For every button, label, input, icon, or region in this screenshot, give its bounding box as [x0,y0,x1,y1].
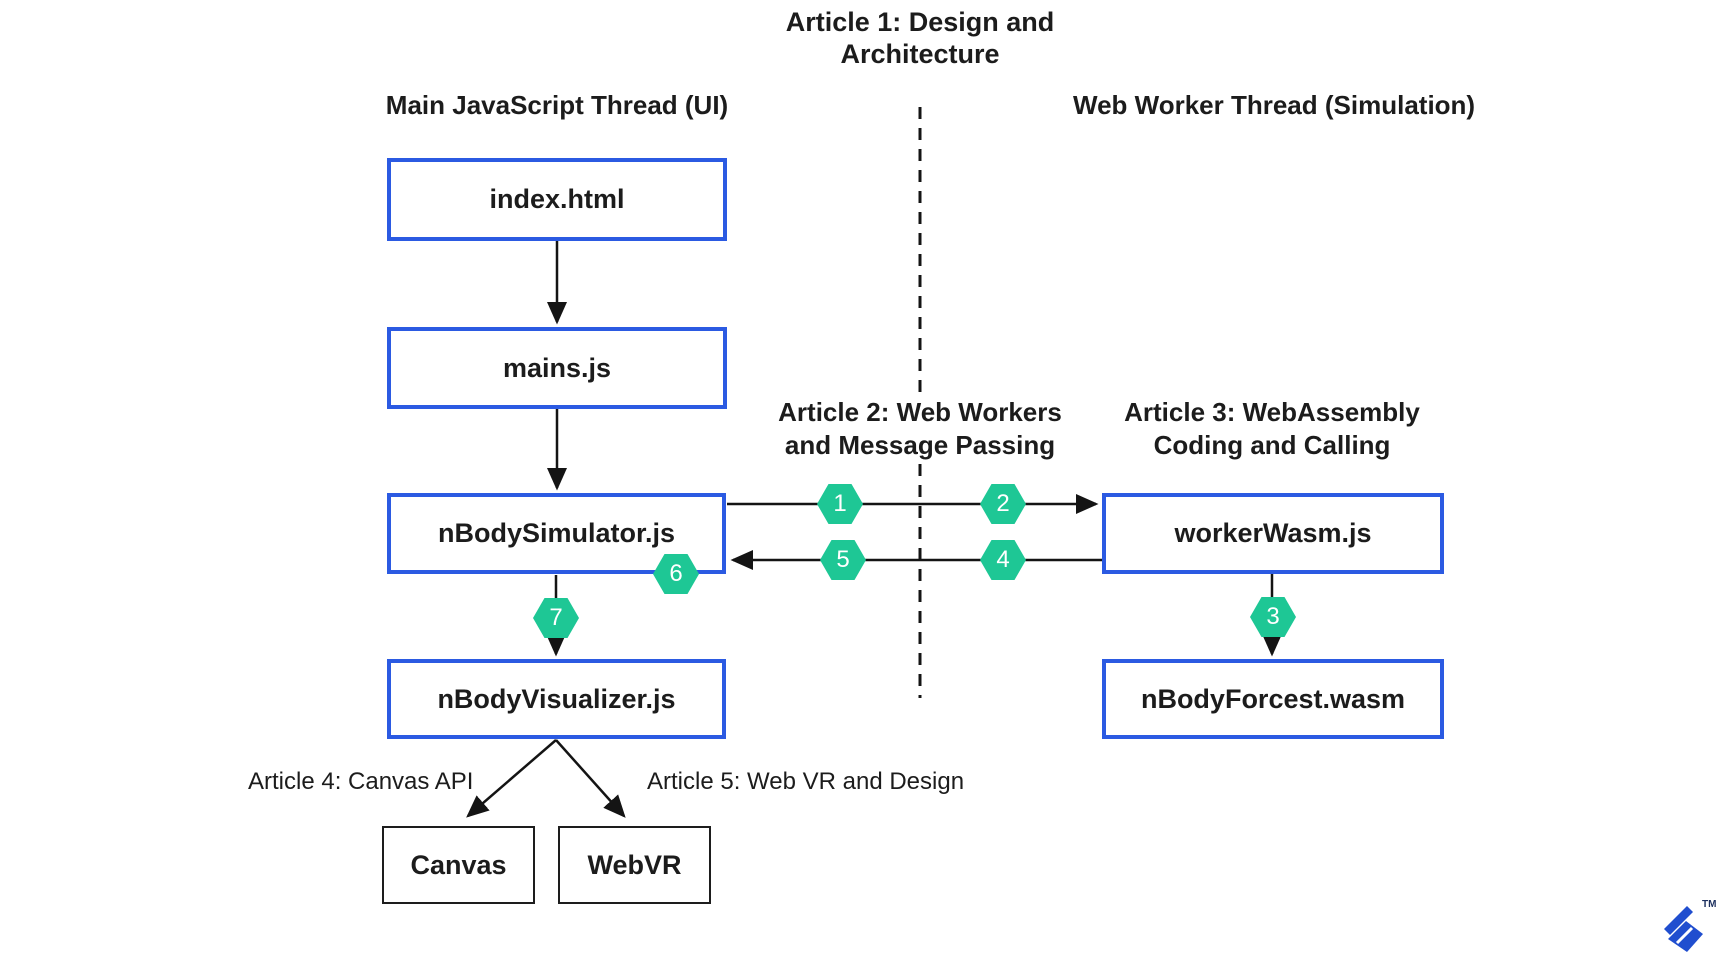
step-badge-4: 4 [980,540,1026,580]
node-nbody-simulator-label: nBodySimulator.js [437,518,676,548]
trademark-label: TM [1702,899,1717,910]
step-badge-2: 2 [980,484,1026,524]
article3-label-line2: Coding and Calling [1153,430,1391,460]
node-mains-js-label: mains.js [502,352,612,383]
node-worker-wasm: workerWasm.js [1102,493,1444,574]
node-nbody-forcest-wasm-label: nBodyForcest.wasm [1140,683,1406,714]
step-badge-6: 6 [653,554,699,594]
step-badge-1: 1 [817,484,863,524]
article2-label-line1: Article 2: Web Workers [778,397,1062,427]
node-index-html: index.html [387,158,727,241]
article5-label: Article 5: Web VR and Design [647,768,965,795]
main-thread-header: Main JavaScript Thread (UI) [385,90,729,120]
node-nbody-forcest-wasm: nBodyForcest.wasm [1102,659,1444,739]
node-nbody-visualizer: nBodyVisualizer.js [387,659,726,739]
worker-thread-header: Web Worker Thread (Simulation) [1073,90,1476,120]
node-canvas-label: Canvas [410,849,507,880]
diagram-title-line1: Article 1: Design and [785,7,1055,37]
node-worker-wasm-label: workerWasm.js [1174,518,1372,548]
node-mains-js: mains.js [387,327,727,409]
toptal-logo: TM [1656,897,1720,957]
article4-label: Article 4: Canvas API [248,768,474,795]
article2-label: Article 2: Web Workers and Message Passi… [745,394,1095,464]
arrow-visualizer-to-canvas [466,739,557,818]
diagram-title-line2: Architecture [840,39,1000,69]
node-nbody-visualizer-label: nBodyVisualizer.js [437,683,676,714]
article2-label-line2: and Message Passing [784,430,1056,460]
article3-label: Article 3: WebAssembly Coding and Callin… [1096,394,1448,464]
node-nbody-simulator: nBodySimulator.js [387,493,726,574]
arrow-visualizer-to-webvr [555,739,626,818]
article3-label-line1: Article 3: WebAssembly [1124,397,1420,427]
node-webvr: WebVR [558,826,711,904]
toptal-logo-icon [1664,906,1703,952]
step-badge-7: 7 [533,598,579,638]
node-canvas: Canvas [382,826,535,904]
step-badge-5: 5 [820,540,866,580]
diagram-title: Article 1: Design and Architecture [720,6,1120,70]
node-index-html-label: index.html [489,184,625,214]
node-webvr-label: WebVR [587,849,682,880]
